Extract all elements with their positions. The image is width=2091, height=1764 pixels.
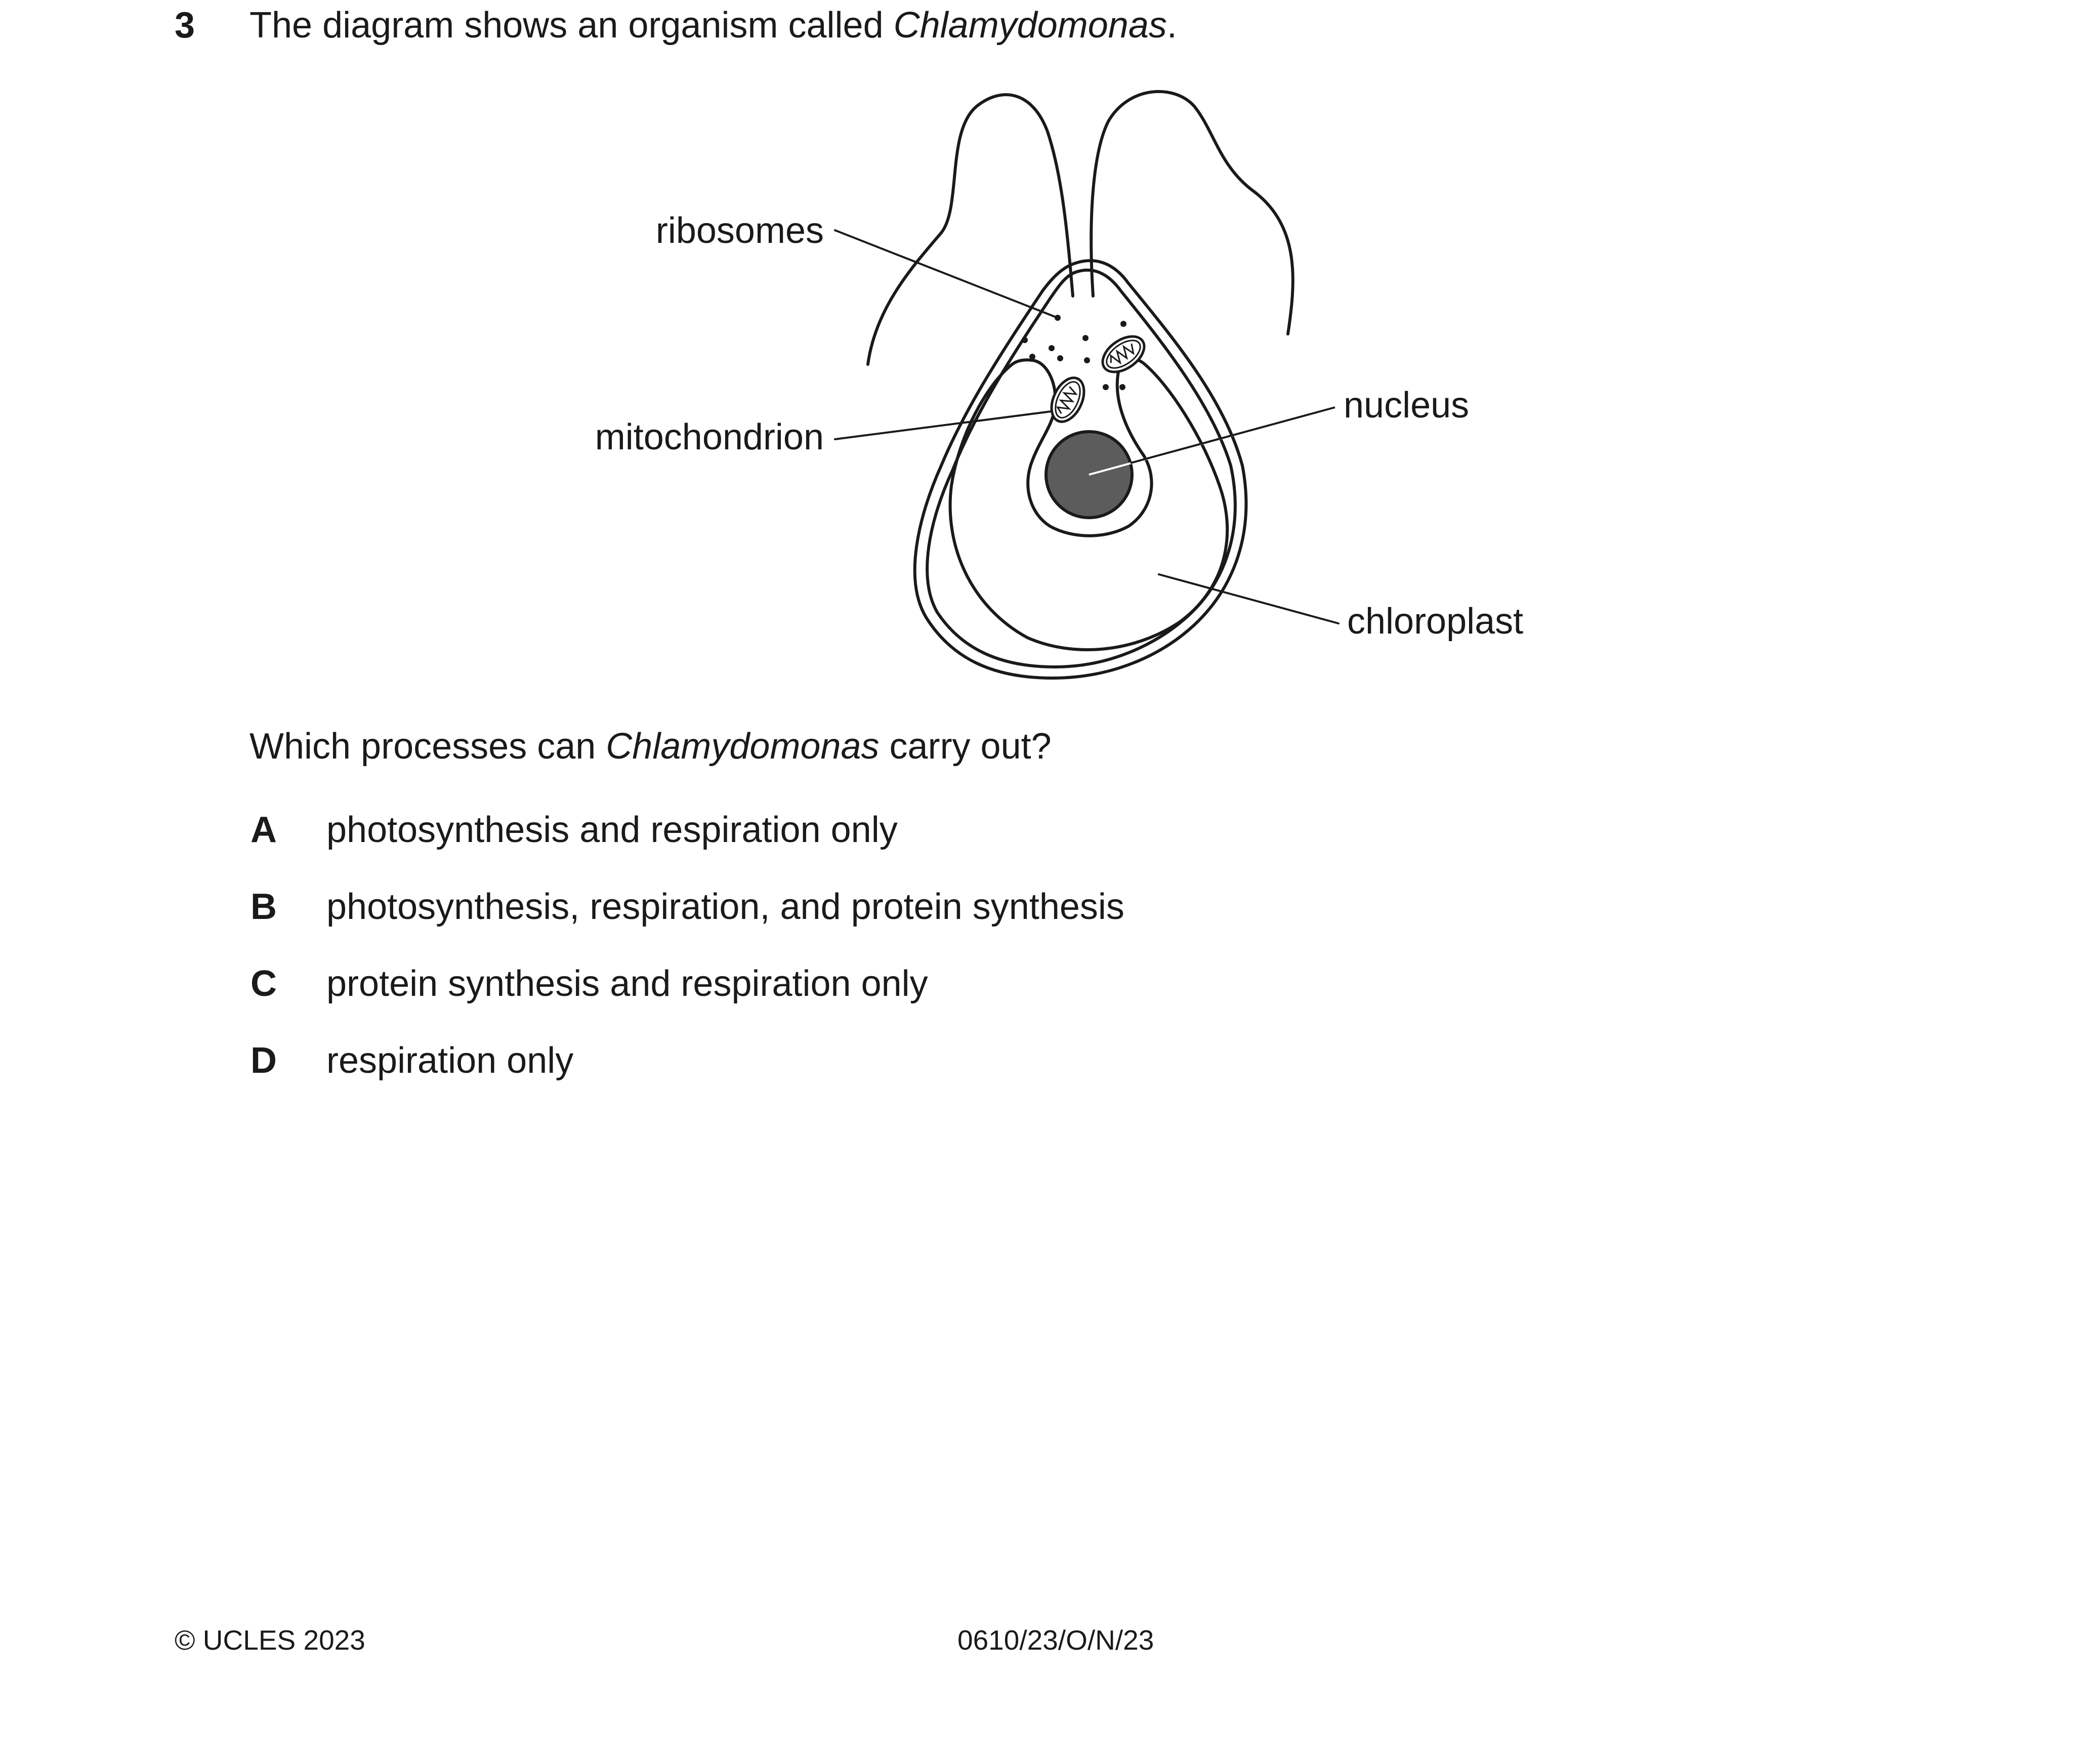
label-chloroplast: chloroplast <box>1347 601 1523 642</box>
chlamydomonas-diagram: ribosomes mitochondrion nucleus chloropl… <box>595 90 1523 680</box>
stem-suffix: . <box>1166 5 1177 46</box>
option-c-text: protein synthesis and respiration only <box>326 963 928 1004</box>
cell-wall-outer <box>913 259 1248 680</box>
option-d-text: respiration only <box>326 1040 574 1081</box>
stem-prefix: The diagram shows an organism called <box>249 5 894 46</box>
ribosomes-pointer <box>834 229 1059 319</box>
option-d-letter: D <box>250 1040 277 1081</box>
left-flagellum <box>866 93 1074 366</box>
label-nucleus: nucleus <box>1344 385 1469 426</box>
mitochondrion-pointer <box>834 410 1056 440</box>
mitochondrion-lower <box>1050 376 1085 423</box>
question-stem: The diagram shows an organism called Chl… <box>249 0 1177 51</box>
cell-wall-inner <box>926 268 1237 668</box>
footer-copyright: © UCLES 2023 <box>175 1624 365 1656</box>
chloroplast-pointer <box>1158 573 1340 624</box>
label-ribosomes: ribosomes <box>656 211 824 251</box>
label-mitochondrion: mitochondrion <box>595 417 824 457</box>
option-c-letter: C <box>250 963 277 1004</box>
question-prompt: Which processes can Chlamydomonas carry … <box>249 721 1052 772</box>
prompt-organism-name: Chlamydomonas <box>606 726 880 767</box>
stem-organism-name: Chlamydomonas <box>893 5 1167 46</box>
mitochondrion-upper <box>1101 335 1146 373</box>
nucleus-pointer-outer <box>1130 406 1335 464</box>
footer-paper-code: 0610/23/O/N/23 <box>957 1624 1154 1656</box>
prompt-prefix: Which processes can <box>249 726 606 767</box>
option-a-text: photosynthesis and respiration only <box>326 810 898 850</box>
option-a-letter: A <box>250 810 277 850</box>
ribosomes <box>1022 315 1126 390</box>
option-b-letter: B <box>250 887 277 927</box>
prompt-suffix: carry out? <box>879 726 1052 767</box>
option-b-text: photosynthesis, respiration, and protein… <box>326 887 1124 927</box>
question-number: 3 <box>175 5 195 46</box>
right-flagellum <box>1090 90 1294 335</box>
